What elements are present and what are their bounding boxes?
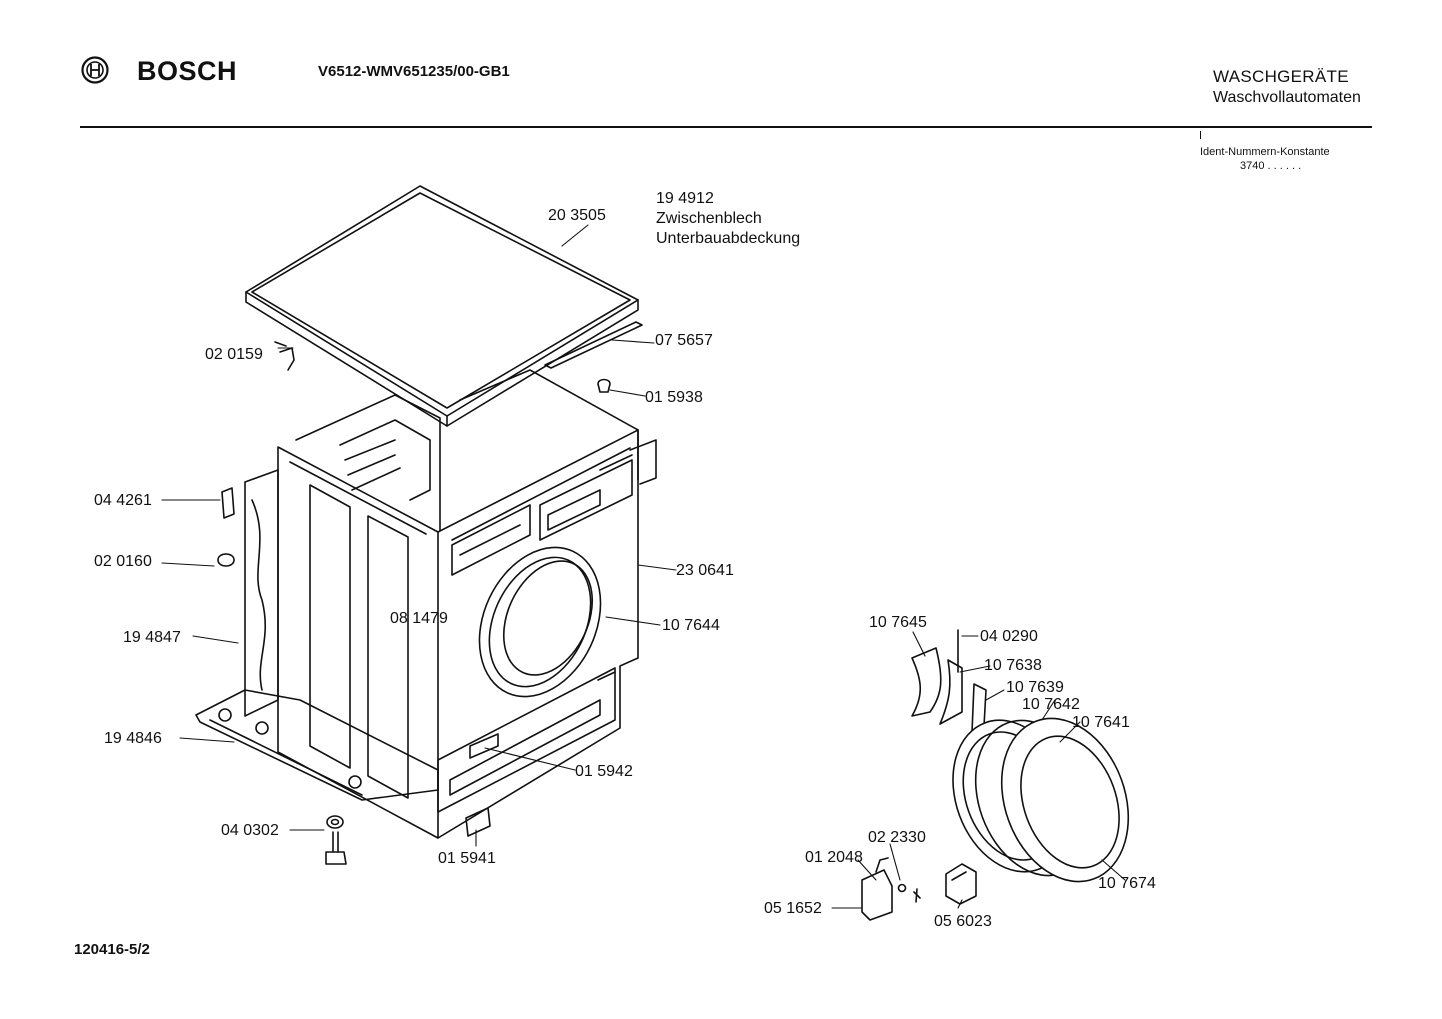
top-cover-lid [245, 185, 639, 427]
kick-panel-clips [465, 733, 499, 837]
label-040302: 04 0302 [221, 822, 279, 839]
category-title: WASCHGERÄTE [1213, 67, 1349, 86]
label-107645: 10 7645 [869, 614, 927, 631]
label-040290: 04 0290 [980, 628, 1038, 645]
ident-label: Ident-Nummern-Konstante [1200, 146, 1330, 158]
label-056023: 05 6023 [934, 913, 992, 930]
label-081479: 08 1479 [390, 610, 448, 627]
label-015941: 01 5941 [438, 850, 496, 867]
label-022330: 02 2330 [868, 829, 926, 846]
label-107638: 10 7638 [984, 657, 1042, 674]
label-075657: 07 5657 [655, 332, 713, 349]
label-unterbauabdeckung: Unterbauabdeckung [656, 230, 801, 247]
label-015942: 01 5942 [575, 763, 633, 780]
label-230641: 23 0641 [676, 562, 734, 579]
label-020160: 02 0160 [94, 553, 152, 570]
category-subtitle: Waschvollautomaten [1213, 89, 1361, 106]
adjustable-foot [325, 815, 347, 865]
label-020159: 02 0159 [205, 346, 263, 363]
label-012048: 01 2048 [805, 849, 863, 866]
model-number: V6512-WMV651235/00-GB1 [318, 63, 510, 80]
cabinet-frame [195, 369, 657, 839]
header-rule-tick [1200, 131, 1201, 139]
bosch-logo-icon [81, 56, 109, 84]
label-203505: 20 3505 [548, 207, 606, 224]
header-rule [80, 126, 1372, 128]
brand-name: BOSCH [137, 56, 238, 86]
strip-part [544, 321, 643, 369]
ident-value: 3740 . . . . . . [1240, 160, 1302, 172]
small-parts-top [217, 341, 611, 567]
label-107641: 10 7641 [1072, 714, 1130, 731]
label-107639: 10 7639 [1006, 679, 1064, 696]
footer-code: 120416-5/2 [74, 941, 150, 958]
label-107674: 10 7674 [1098, 875, 1156, 892]
label-044261: 04 4261 [94, 492, 152, 509]
label-zwischenblech: Zwischenblech [656, 210, 762, 227]
label-194912: 19 4912 [656, 190, 714, 207]
label-194846: 19 4846 [104, 730, 162, 747]
label-015938: 01 5938 [645, 389, 703, 406]
label-107644: 10 7644 [662, 617, 720, 634]
label-194847: 19 4847 [123, 629, 181, 646]
door-assembly [861, 629, 1130, 921]
leader-lines [161, 224, 1126, 909]
label-107642: 10 7642 [1022, 696, 1080, 713]
label-051652: 05 1652 [764, 900, 822, 917]
